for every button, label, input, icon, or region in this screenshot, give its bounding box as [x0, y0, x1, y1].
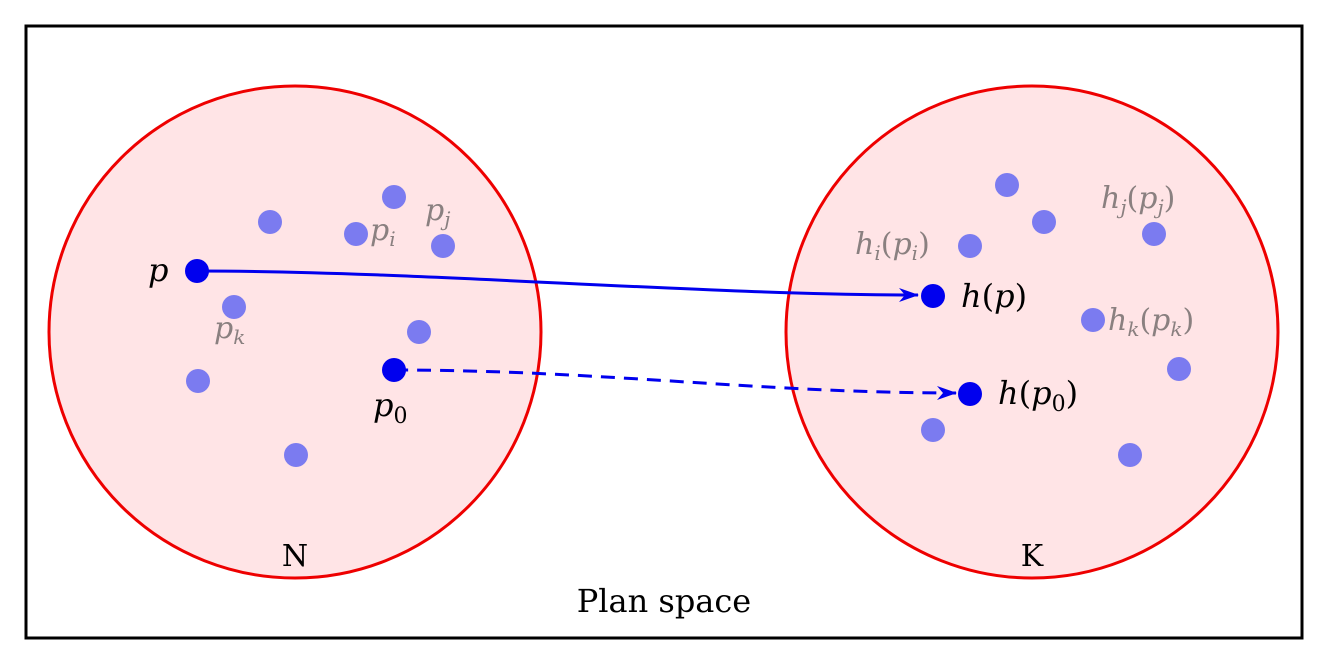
label-pk-symbol: p [214, 311, 233, 346]
label-hj-func: h [1101, 181, 1120, 216]
region-n [47, 84, 543, 580]
right-other-points [921, 173, 1191, 467]
label-hp: h(p) [961, 277, 1027, 315]
point-hp [921, 284, 945, 308]
label-hk-func: h [1108, 303, 1127, 338]
left-point-pi [344, 222, 368, 246]
label-hp-open: ( [982, 277, 994, 315]
label-hk: hk(pk) [1108, 303, 1194, 341]
right-point [1167, 357, 1191, 381]
label-hk-arg: p [1151, 303, 1170, 338]
label-p: p [148, 251, 168, 289]
right-point [921, 418, 945, 442]
right-point-hj [1142, 222, 1166, 246]
label-hk-open: ( [1139, 303, 1151, 338]
left-point [284, 443, 308, 467]
left-point [258, 210, 282, 234]
label-hp0-arg-sub: 0 [1052, 392, 1066, 417]
label-hj-func-sub: j [1116, 195, 1126, 219]
left-point [382, 185, 406, 209]
point-hp0 [958, 382, 982, 406]
label-hj-arg-sub: j [1153, 195, 1163, 219]
label-hj-close: ) [1164, 181, 1176, 216]
label-hj-arg: p [1138, 181, 1157, 216]
label-p0: p0 [373, 386, 407, 429]
label-hi-func-sub: i [874, 241, 880, 265]
left-point [407, 320, 431, 344]
plan-space-caption: Plan space [577, 582, 751, 620]
label-hp-close: ) [1015, 277, 1027, 315]
label-hk-close: ) [1183, 303, 1195, 338]
right-point-hi [958, 234, 982, 258]
left-point-pk [222, 295, 246, 319]
label-hj: hj(pj) [1101, 181, 1175, 219]
right-point [1032, 210, 1056, 234]
label-hk-arg-sub: k [1170, 317, 1182, 341]
label-hp-func: h [961, 277, 982, 315]
label-p-symbol: p [148, 251, 168, 289]
right-point-hk [1081, 308, 1105, 332]
left-point [186, 369, 210, 393]
label-hp0-close: ) [1066, 374, 1078, 412]
region-n-label: N [282, 539, 308, 574]
label-pi: pi [370, 213, 396, 251]
label-hi-open: ( [881, 227, 893, 262]
label-hk-func-sub: k [1127, 317, 1139, 341]
label-pk-subscript: k [233, 325, 245, 349]
label-pj: pj [425, 193, 450, 231]
label-pj-subscript: j [440, 207, 450, 231]
arrow-p-to-hp [196, 269, 919, 302]
region-k-label: K [1021, 539, 1044, 574]
right-point [1118, 443, 1142, 467]
right-point [995, 173, 1019, 197]
label-hp0: h(p0) [998, 374, 1078, 417]
left-point-pj [431, 234, 455, 258]
label-hi: hi(pi) [855, 227, 930, 265]
label-p0-symbol: p [373, 386, 393, 424]
label-hj-open: ( [1127, 181, 1139, 216]
label-hp0-open: ( [1019, 374, 1031, 412]
label-pj-symbol: p [425, 193, 444, 228]
label-pk: pk [214, 311, 245, 349]
point-p [185, 259, 209, 283]
region-k [784, 84, 1280, 580]
label-pi-subscript: i [389, 227, 395, 251]
label-hi-close: ) [918, 227, 930, 262]
left-other-points [186, 185, 455, 467]
label-hp0-func: h [998, 374, 1019, 412]
label-hi-func: h [855, 227, 874, 262]
point-p0 [382, 358, 406, 382]
label-hp-arg: p [994, 277, 1014, 315]
label-pi-symbol: p [370, 213, 389, 248]
label-p0-subscript: 0 [393, 404, 407, 429]
label-hi-arg-sub: i [912, 241, 918, 265]
label-hp0-arg: p [1031, 374, 1051, 412]
label-hi-arg: p [892, 227, 911, 262]
arrow-p0-to-hp0 [393, 368, 957, 400]
